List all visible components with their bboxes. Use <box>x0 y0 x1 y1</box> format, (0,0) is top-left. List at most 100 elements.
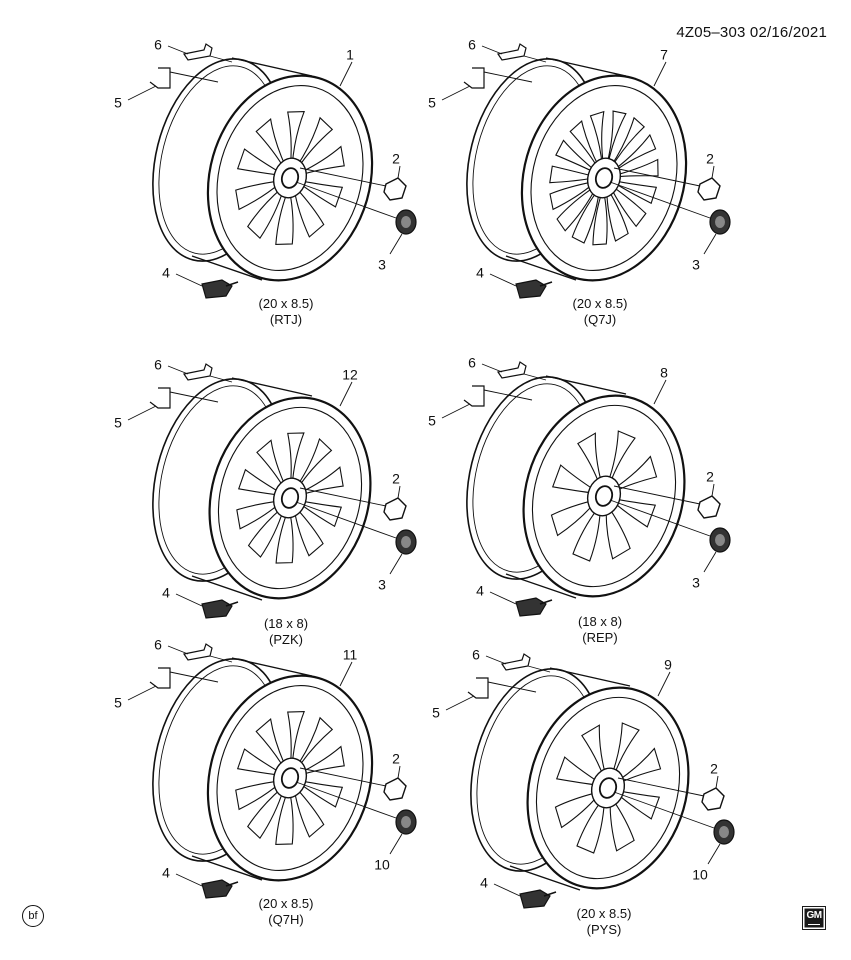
wheel-caption-q7h: (20 x 8.5)(Q7H) <box>216 896 356 928</box>
callout-number-wheel: 11 <box>343 647 358 663</box>
spoke <box>549 181 595 211</box>
spoke <box>606 188 629 242</box>
spoke <box>616 790 661 820</box>
wheel-caption-q7j: (20 x 8.5)(Q7J) <box>530 296 670 328</box>
callout-leader-tire-valve-stem <box>485 655 507 665</box>
callout-number-balance-weight: 5 <box>428 413 436 429</box>
valve-stem-leader <box>523 55 547 63</box>
spoke <box>605 506 631 560</box>
wheel-size-label: (20 x 8.5) <box>258 896 314 911</box>
spoke <box>577 432 603 486</box>
spoke <box>287 432 305 486</box>
lug-nut-leader <box>617 777 705 797</box>
wheel-spokes <box>235 711 345 845</box>
lug-nut-icon <box>383 777 407 801</box>
spoke <box>616 747 662 785</box>
callout-number-sensor: 4 <box>162 865 170 881</box>
valve-stem-icon <box>497 43 527 61</box>
spoke <box>550 499 596 537</box>
spoke <box>247 506 285 558</box>
callout-number-tire-valve-stem: 6 <box>472 647 480 663</box>
spoke <box>236 148 282 176</box>
callout-leader-balance-weight <box>441 85 471 101</box>
callout-leader-tire-valve-stem <box>167 45 189 55</box>
wheel-spokes <box>554 722 662 854</box>
center-cap-emblem <box>719 826 729 838</box>
spoke <box>555 756 600 786</box>
center-cap-leader <box>613 791 715 829</box>
valve-stem-leader <box>209 655 233 663</box>
spoke <box>612 498 657 528</box>
spoke <box>299 145 345 176</box>
spoke <box>293 786 325 838</box>
spoke <box>569 120 600 170</box>
spoke <box>293 186 325 238</box>
callout-number-wheel: 9 <box>664 657 672 673</box>
spoke <box>275 510 294 564</box>
gm-logo-icon: GM <box>802 906 826 930</box>
center-cap-leader <box>609 499 711 537</box>
spoke <box>299 466 344 496</box>
wheel-rpo-code-label: (PZK) <box>269 632 303 647</box>
callout-leader-balance-weight <box>441 403 471 419</box>
spoke <box>551 464 596 494</box>
callout-leader-nut <box>397 165 401 179</box>
spoke <box>287 711 305 766</box>
balance-weight-leader <box>169 71 219 83</box>
balance-weight-leader <box>483 389 533 401</box>
callout-leader-nut <box>397 765 401 779</box>
callout-leader-balance-weight <box>127 85 157 101</box>
callout-leader-nut <box>715 775 719 789</box>
wheel-rpo-code-label: (Q7H) <box>268 912 304 927</box>
callout-number-balance-weight: 5 <box>114 95 122 111</box>
valve-stem-leader <box>209 375 233 383</box>
lug-nut-leader <box>299 487 387 507</box>
callout-number-balance-weight: 5 <box>114 695 122 711</box>
valve-stem-leader <box>527 665 551 673</box>
wheel-caption-pys: (20 x 8.5)(PYS) <box>534 906 674 938</box>
callout-number-cap: 10 <box>692 867 708 883</box>
spoke <box>246 186 285 240</box>
spoke <box>613 158 659 178</box>
tpms-sensor-stem <box>225 881 239 887</box>
tpms-sensor-stem <box>225 601 239 607</box>
center-cap-leader <box>295 781 397 819</box>
spoke <box>235 780 281 811</box>
valve-stem-leader <box>523 373 547 381</box>
callout-number-tire-valve-stem: 6 <box>468 355 476 371</box>
lug-nut-leader <box>299 167 387 187</box>
callout-number-wheel: 12 <box>342 367 358 383</box>
spoke <box>255 118 287 170</box>
center-cap-emblem <box>715 534 725 546</box>
spoke <box>549 165 595 184</box>
wheel-caption-rep: (18 x 8)(REP) <box>530 614 670 646</box>
spoke <box>246 786 285 840</box>
center-cap-emblem <box>401 536 411 548</box>
callout-leader-balance-weight <box>127 405 157 421</box>
spoke <box>255 718 287 770</box>
spoke <box>237 468 282 496</box>
callout-number-cap: 10 <box>374 857 390 873</box>
spoke <box>554 791 600 829</box>
wheel-face-inner <box>530 84 678 272</box>
balance-weight-icon <box>149 387 171 409</box>
callout-number-balance-weight: 5 <box>428 95 436 111</box>
center-cap-leader <box>609 181 711 219</box>
callout-number-nut: 2 <box>706 151 714 167</box>
callout-leader-wheel <box>339 661 353 687</box>
rim-barrel <box>509 667 631 891</box>
wheel-size-label: (20 x 8.5) <box>572 296 628 311</box>
spoke <box>576 798 605 854</box>
callout-number-sensor: 4 <box>476 583 484 599</box>
wheel-spokes <box>550 430 658 562</box>
balance-weight-icon <box>149 67 171 89</box>
callout-leader-wheel <box>653 379 667 405</box>
spoke <box>236 500 281 530</box>
callout-leader-cap <box>389 833 403 855</box>
callout-number-wheel: 7 <box>660 47 668 63</box>
callout-number-sensor: 4 <box>162 265 170 281</box>
